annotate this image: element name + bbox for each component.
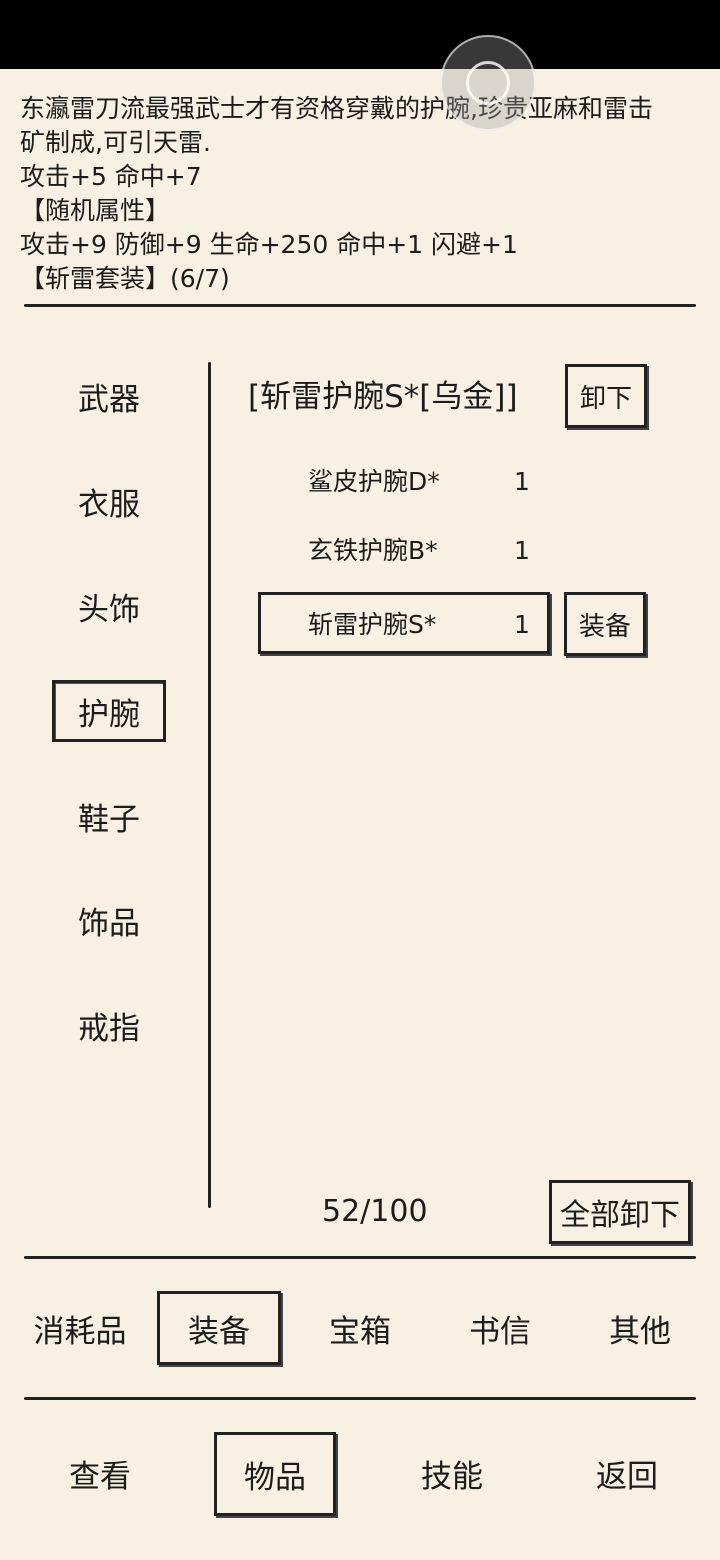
stat-line: 攻击+5 命中+7 xyxy=(20,162,202,191)
random-attributes-heading: 【随机属性】 xyxy=(20,196,171,225)
unequip-all-button[interactable]: 全部卸下 xyxy=(549,1180,691,1244)
category-weapon[interactable]: 武器 xyxy=(78,381,140,418)
column-divider xyxy=(208,362,211,1208)
item-quantity: 1 xyxy=(514,610,530,639)
divider xyxy=(24,1256,696,1259)
item-name: 斩雷护腕S* xyxy=(308,610,437,639)
category-accessory[interactable]: 饰品 xyxy=(78,905,140,942)
divider xyxy=(24,1397,696,1400)
category-shoes[interactable]: 鞋子 xyxy=(78,801,140,838)
nav-view[interactable]: 查看 xyxy=(69,1458,131,1495)
tab-consumables[interactable]: 消耗品 xyxy=(33,1313,127,1350)
item-quantity: 1 xyxy=(514,536,530,565)
unequip-button[interactable]: 卸下 xyxy=(565,364,647,428)
status-bar xyxy=(0,0,720,69)
tab-chests[interactable]: 宝箱 xyxy=(329,1313,391,1350)
category-headwear[interactable]: 头饰 xyxy=(78,591,140,628)
nav-items[interactable]: 物品 xyxy=(214,1432,336,1516)
category-bracer[interactable]: 护腕 xyxy=(52,680,166,742)
assist-icon xyxy=(466,61,510,105)
item-quantity: 1 xyxy=(514,467,530,496)
description-line: 东瀛雷刀流最强武士才有资格穿戴的护腕,珍贵亚麻和雷击 xyxy=(20,94,653,123)
tab-letters[interactable]: 书信 xyxy=(469,1313,531,1350)
list-item[interactable]: 玄铁护腕B* 1 xyxy=(258,521,550,581)
list-item[interactable]: 鲨皮护腕D* 1 xyxy=(258,452,550,512)
category-clothes[interactable]: 衣服 xyxy=(78,486,140,523)
item-name: 鲨皮护腕D* xyxy=(308,467,440,496)
nav-back[interactable]: 返回 xyxy=(596,1458,658,1495)
description-line: 矿制成,可引天雷. xyxy=(20,128,211,157)
equip-button[interactable]: 装备 xyxy=(564,592,646,656)
inventory-capacity: 52/100 xyxy=(322,1194,428,1229)
list-item-selected[interactable]: 斩雷护腕S* 1 xyxy=(258,592,550,654)
random-attributes-line: 攻击+9 防御+9 生命+250 命中+1 闪避+1 xyxy=(20,230,518,259)
tab-other[interactable]: 其他 xyxy=(609,1313,671,1350)
category-ring[interactable]: 戒指 xyxy=(78,1010,140,1047)
divider xyxy=(24,304,696,307)
item-name: 玄铁护腕B* xyxy=(308,536,438,565)
floating-assist-button[interactable] xyxy=(440,35,536,131)
set-bonus-line: 【斩雷套装】(6/7) xyxy=(20,264,230,293)
tab-equipment[interactable]: 装备 xyxy=(157,1291,281,1365)
equipped-item-name: [斩雷护腕S*[乌金]] xyxy=(248,379,518,415)
nav-skills[interactable]: 技能 xyxy=(421,1458,483,1495)
item-description: 东瀛雷刀流最强武士才有资格穿戴的护腕,珍贵亚麻和雷击 矿制成,可引天雷. 攻击+… xyxy=(20,92,700,293)
